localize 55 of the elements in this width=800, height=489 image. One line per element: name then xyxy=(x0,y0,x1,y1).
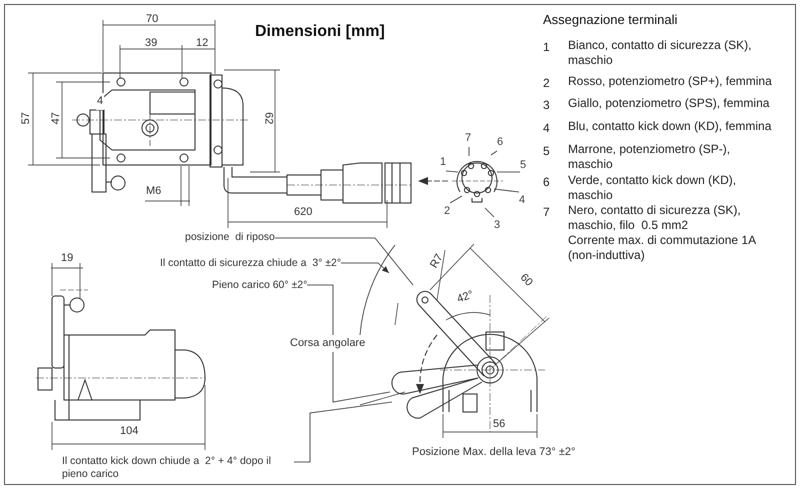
dimension-value: 56 xyxy=(493,417,506,432)
dimension-value: 60 xyxy=(516,270,536,290)
terminal-description: Blu, contatto kick down (KD), femmina xyxy=(568,119,772,134)
callout-text: posizione di riposo xyxy=(185,230,275,246)
leader-line xyxy=(494,188,520,192)
callout-text: Il contatto di sicurezza chiude a 3° ±2° xyxy=(160,256,342,272)
dimension-value: 12 xyxy=(196,36,208,51)
terminal-number: 1 xyxy=(543,39,550,56)
pin-number: 6 xyxy=(497,134,504,150)
leader-line xyxy=(446,170,458,172)
thread-size: M6 xyxy=(146,184,162,199)
terminal-description: Verde, contatto kick down (KD), maschio xyxy=(568,173,738,203)
leader-line xyxy=(450,196,462,204)
leader-line xyxy=(468,146,470,156)
pin-number: 1 xyxy=(440,154,446,170)
terminal-number: 5 xyxy=(543,143,550,160)
leader-line xyxy=(294,402,392,462)
callout-text: Corsa angolare xyxy=(290,335,366,352)
terminal-number: 3 xyxy=(543,97,550,114)
terminal-number: 6 xyxy=(543,174,550,191)
terminal-number: 2 xyxy=(543,75,550,92)
leader-line xyxy=(274,238,414,286)
leader-line xyxy=(340,262,390,274)
leader-line xyxy=(484,208,494,218)
dimension-value: R7 xyxy=(427,251,447,272)
leader-line xyxy=(490,150,498,156)
terminal-description: Bianco, contatto di sicurezza (SK), maschio xyxy=(568,38,752,68)
terminal-description: Rosso, potenziometro (SP+), femmina xyxy=(568,74,773,89)
terminal-number: 4 xyxy=(543,120,550,137)
pin-number: 2 xyxy=(444,203,450,220)
terminal-description: Marrone, potenziometro (SP-), maschio xyxy=(568,142,732,172)
dimension-value: 42° xyxy=(454,288,476,308)
list-heading: Assegnazione terminali xyxy=(543,11,678,29)
pin-number: 7 xyxy=(465,130,472,146)
pin-number: 3 xyxy=(494,217,500,234)
dimension-value: 19 xyxy=(61,251,74,266)
callout-text: Pieno carico 60° ±2° xyxy=(212,278,308,294)
pin-number: 5 xyxy=(520,157,526,174)
pin-number: 4 xyxy=(519,192,526,208)
dimension-value: 62 xyxy=(261,112,276,124)
dimension-value: 620 xyxy=(294,205,312,220)
dimension-value: 70 xyxy=(146,12,158,27)
callout-text: Il contatto kick down chiude a 2° + 4° dopo il pieno carico xyxy=(62,455,294,481)
dimension-value: 57 xyxy=(18,112,33,124)
dimension-value: 39 xyxy=(145,36,158,51)
terminal-description: Giallo, potenziometro (SPS), femmina xyxy=(568,96,770,111)
terminal-number: 7 xyxy=(543,204,550,221)
dimension-value: 104 xyxy=(120,424,138,439)
diagram-title: Dimensioni [mm] xyxy=(255,22,385,42)
part-number: 4 xyxy=(96,93,104,110)
callout-text: Posizione Max. della leva 73° ±2° xyxy=(412,445,576,460)
leader-line xyxy=(306,284,390,402)
terminal-description: Nero, contatto di sicurezza (SK), maschio, filo 0.5 mm2 xyxy=(568,203,742,233)
dimension-value: 47 xyxy=(48,112,63,124)
note-text: Corrente max. di commutazione 1A (non-induttiva) xyxy=(568,233,757,263)
